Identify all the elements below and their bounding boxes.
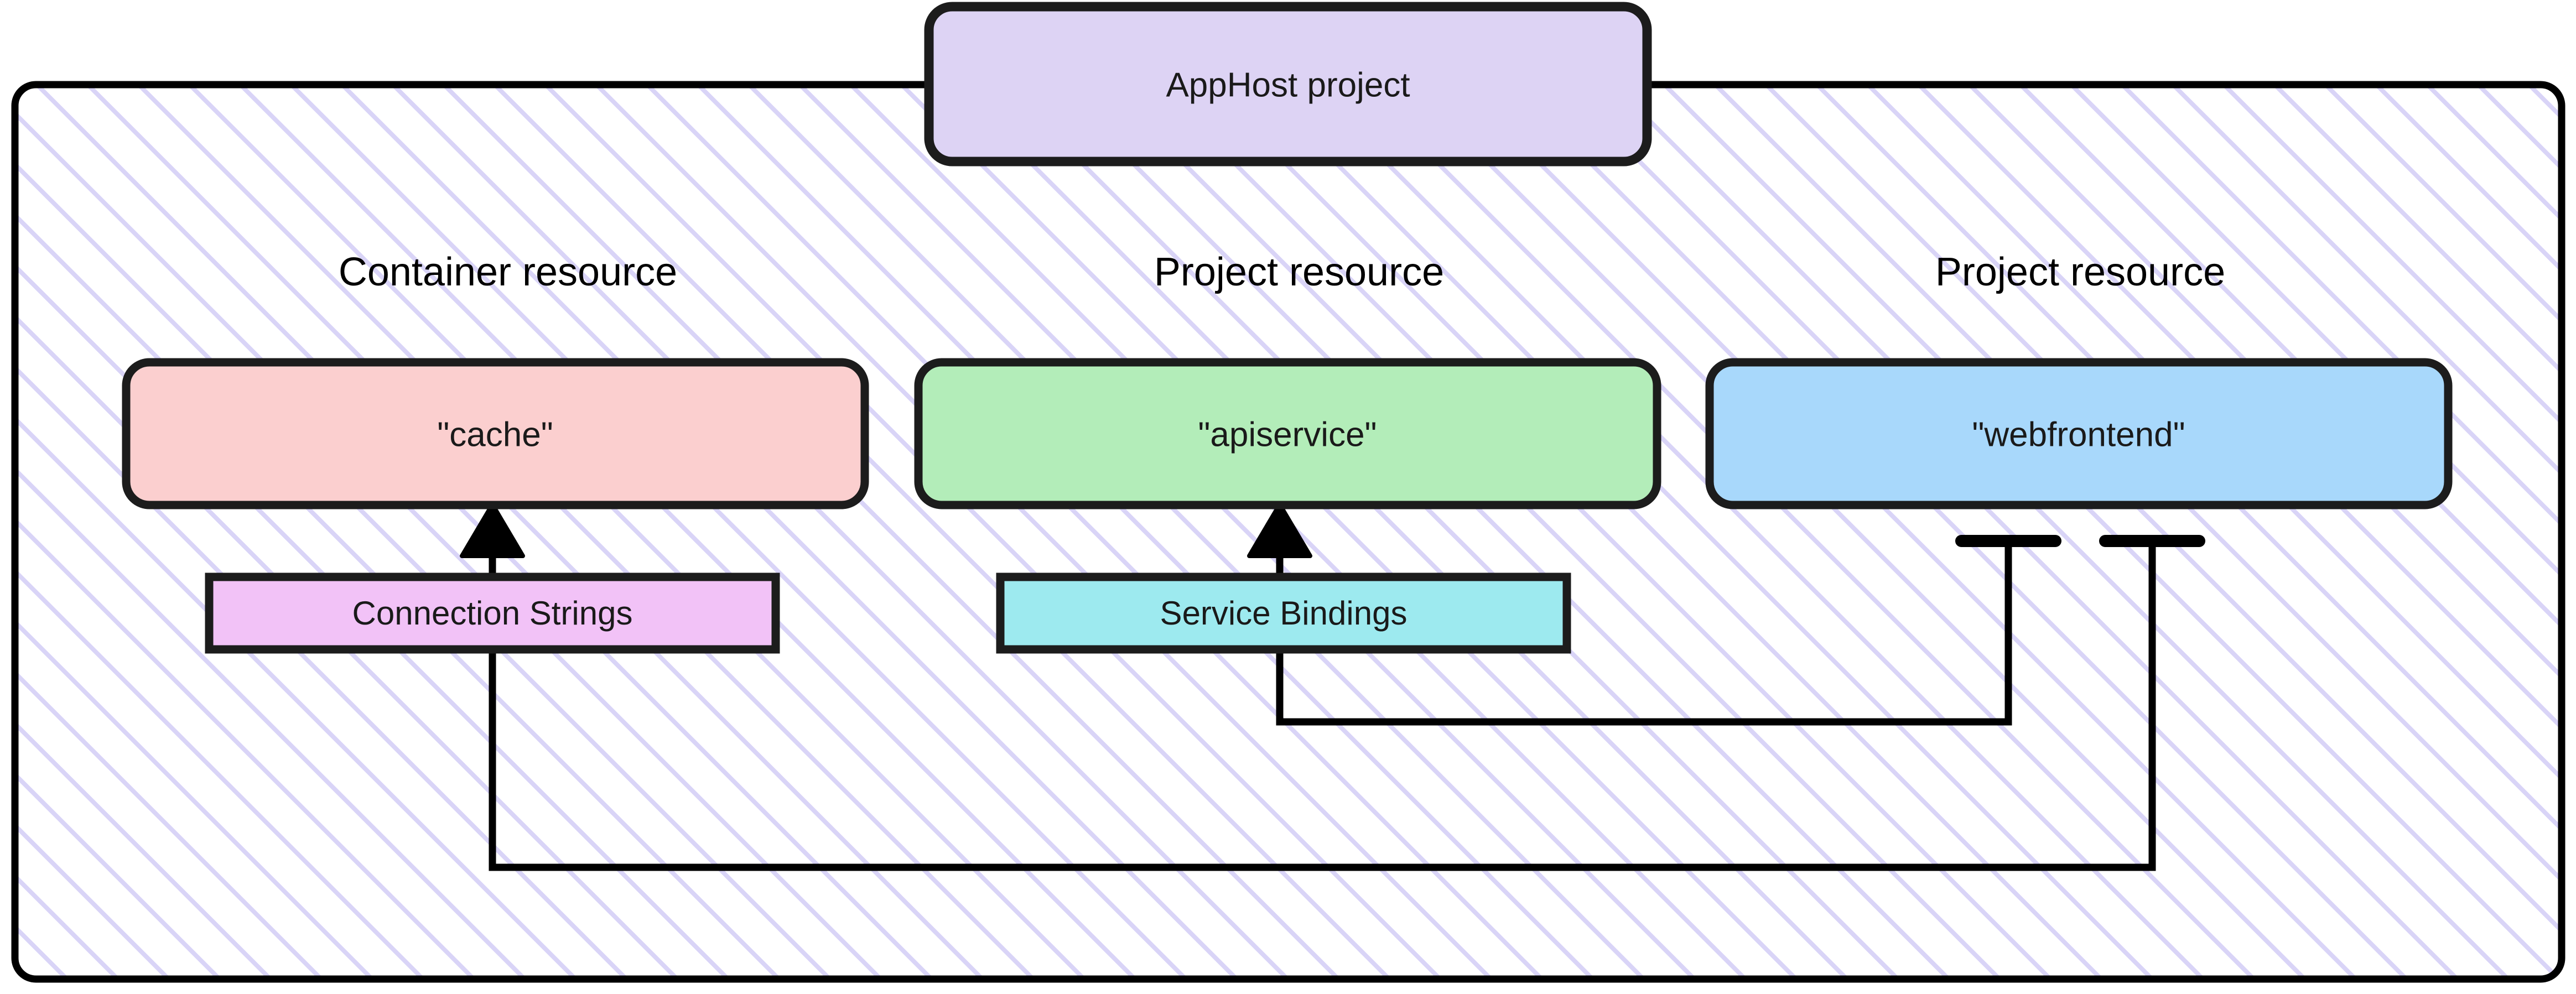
apiservice-label: "apiservice" [1198, 415, 1377, 454]
group-title-project-resource-api: Project resource [1154, 250, 1444, 294]
cache-box[interactable] [122, 358, 869, 509]
service-bindings-chip [996, 573, 1571, 654]
connection-strings-chip [205, 573, 780, 654]
edge-label-service-bindings: Service Bindings [996, 573, 1571, 654]
group-title-project-resource-web: Project resource [1935, 250, 2225, 294]
apphost-project-node[interactable]: AppHost project [924, 2, 1652, 166]
group-title-container-resource: Container resource [339, 250, 677, 294]
apphost-project-box[interactable] [924, 2, 1652, 166]
resource-node-webfrontend[interactable]: "webfrontend" [1705, 358, 2453, 509]
webfrontend-box[interactable] [1705, 358, 2453, 509]
edge-webfrontend-to-apiservice-arrowhead [1247, 502, 1312, 558]
apiservice-box[interactable] [914, 358, 1661, 509]
service-bindings-label: Service Bindings [1160, 595, 1408, 632]
resource-node-cache[interactable]: "cache" [122, 358, 869, 509]
edge-webfrontend-to-cache-arrowhead [460, 502, 525, 558]
resource-node-apiservice[interactable]: "apiservice" [914, 358, 1661, 509]
cache-label: "cache" [437, 415, 553, 454]
edge-webfrontend-to-cache-path [489, 520, 2156, 871]
edge-label-connection-strings: Connection Strings [205, 573, 780, 654]
apphost-project-label: AppHost project [1166, 66, 1410, 104]
connection-strings-label: Connection Strings [352, 595, 633, 632]
webfrontend-label: "webfrontend" [1972, 415, 2185, 454]
